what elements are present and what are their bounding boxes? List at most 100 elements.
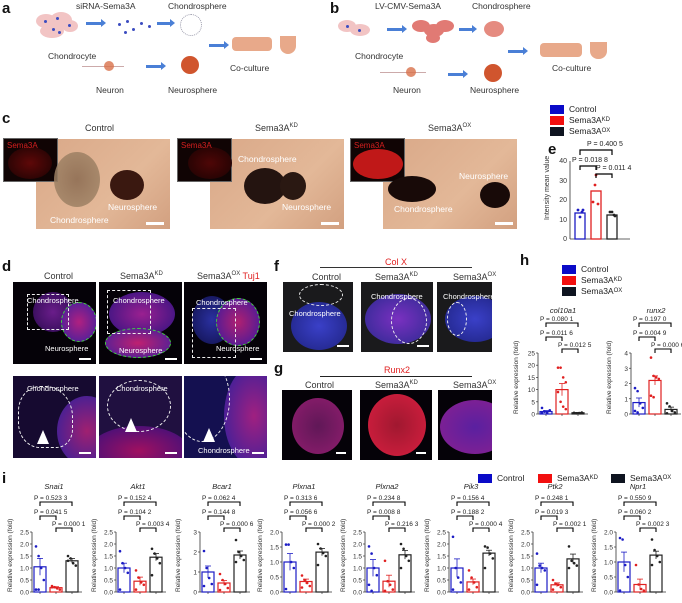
legend-item-control: Control [550, 104, 596, 114]
scale-bar [321, 222, 339, 225]
panel-label-d: d [2, 258, 12, 275]
legend-sup: KD [589, 475, 598, 481]
arrow-icon [86, 19, 106, 27]
neurosphere-label-b: Neurosphere [470, 85, 520, 95]
svg-text:10: 10 [528, 387, 536, 394]
swatch-ox [550, 126, 564, 136]
svg-text:P = 0.008 8: P = 0.008 8 [367, 509, 401, 516]
neurosphere-label-a: Neurosphere [168, 85, 218, 95]
neurosphere-icon [181, 56, 199, 74]
swatch-kd [550, 115, 564, 125]
svg-text:P = 0.197 0: P = 0.197 0 [633, 316, 667, 323]
legend-label: Sema3A [557, 473, 590, 483]
svg-text:0.5: 0.5 [104, 578, 113, 585]
chondrosphere-blob [244, 168, 286, 204]
svg-text:2.5: 2.5 [104, 530, 113, 537]
svg-text:Relative expression (fold): Relative expression (fold) [175, 519, 182, 592]
chondrosphere-blob [388, 176, 436, 202]
coculture-tube-icon [280, 36, 296, 54]
swatch-control [550, 104, 564, 114]
chondrosphere-label: Chondrosphere [50, 215, 109, 225]
svg-text:0.0: 0.0 [104, 590, 113, 597]
marker-label: Col X [385, 257, 408, 267]
swatch-kd [562, 275, 576, 285]
svg-text:15: 15 [528, 375, 536, 382]
svg-text:10: 10 [559, 217, 567, 224]
panel-label-i: i [2, 470, 7, 487]
svg-text:1.5: 1.5 [104, 554, 113, 561]
svg-text:Plxna1: Plxna1 [293, 482, 316, 491]
svg-text:P = 0.144 8: P = 0.144 8 [202, 509, 236, 516]
svg-text:0.5: 0.5 [521, 578, 530, 585]
coculture-label-b: Co-culture [552, 63, 592, 73]
svg-text:3: 3 [193, 530, 197, 537]
svg-text:0: 0 [193, 590, 197, 597]
chondrosphere-label-a: Chondrosphere [168, 1, 227, 11]
neurosphere-label: Neurosphere [459, 171, 509, 181]
svg-text:P = 0.080 1: P = 0.080 1 [540, 316, 574, 323]
svg-text:1.5: 1.5 [20, 554, 29, 561]
svg-text:P = 0.000 1: P = 0.000 1 [52, 521, 86, 528]
svg-text:2.5: 2.5 [437, 530, 446, 537]
svg-text:P = 0.002 1: P = 0.002 1 [553, 521, 587, 528]
svg-text:P = 0.000 6: P = 0.000 6 [651, 342, 682, 349]
scale-bar [495, 222, 513, 225]
pvalue: P = 0.011 4 [596, 165, 631, 172]
chondrosphere-blob [54, 152, 100, 207]
divider-line [320, 376, 472, 377]
svg-text:0.0: 0.0 [270, 590, 279, 597]
svg-text:Relative expression (fold): Relative expression (fold) [606, 341, 613, 414]
svg-text:P = 0.216 3: P = 0.216 3 [385, 521, 419, 528]
fluor-image-control-top: Chondrosphere Neurosphere [13, 282, 96, 364]
neurosphere-label: Neurosphere [282, 202, 332, 212]
neurosphere-blob [110, 170, 144, 200]
fluor-image-colx-control: Chondrosphere [283, 282, 353, 352]
svg-text:P = 0.000 6: P = 0.000 6 [220, 521, 254, 528]
column-title: Sema3AKD [375, 380, 418, 390]
svg-text:2.0: 2.0 [20, 542, 29, 549]
svg-text:0.0: 0.0 [353, 590, 362, 597]
svg-text:P = 0.000 4: P = 0.000 4 [469, 521, 503, 528]
svg-text:P = 0.002 3: P = 0.002 3 [636, 521, 670, 528]
svg-text:1.5: 1.5 [604, 545, 613, 552]
svg-text:Ptk2: Ptk2 [547, 482, 563, 491]
bar-kd [590, 190, 602, 240]
fluor-image-runx2-ox [438, 390, 492, 460]
svg-text:P = 0.011 6: P = 0.011 6 [540, 330, 573, 337]
column-title: Sema3AOX [453, 272, 497, 282]
svg-text:1.0: 1.0 [270, 560, 279, 567]
neurosphere-label: Neurosphere [108, 202, 158, 212]
svg-text:P = 0.550 9: P = 0.550 9 [618, 495, 652, 502]
panel-label-b: b [330, 0, 340, 17]
treatment-label-a: siRNA-Sema3A [76, 1, 136, 11]
swatch-kd [538, 473, 552, 483]
svg-text:P = 0.156 4: P = 0.156 4 [451, 495, 485, 502]
column-title: Control [305, 380, 335, 390]
svg-text:Npr1: Npr1 [630, 482, 646, 491]
legend-sup: OX [613, 288, 623, 294]
legend-item-control: Control [562, 264, 608, 274]
svg-text:1.0: 1.0 [353, 566, 362, 573]
legend-sup: OX [662, 475, 672, 481]
panel-label-f: f [274, 258, 279, 275]
svg-text:Relative expression (fold): Relative expression (fold) [340, 519, 347, 592]
inset-label: Sema3A [7, 141, 38, 150]
svg-text:Relative expression (fold): Relative expression (fold) [91, 519, 98, 592]
svg-text:1.0: 1.0 [437, 566, 446, 573]
legend-label: Sema3A [569, 126, 602, 136]
arrow-icon [459, 25, 477, 33]
panel-label-g: g [274, 360, 284, 377]
svg-text:Pik3: Pik3 [464, 482, 479, 491]
legend-label: Control [497, 473, 525, 483]
legend-item-control: Control [478, 473, 524, 483]
chondrocyte-label-b: Chondrocyte [355, 51, 404, 61]
fluor-image-ox-bottom: Chondrosphere [184, 376, 267, 458]
svg-text:0.0: 0.0 [604, 590, 613, 597]
svg-text:0: 0 [531, 412, 535, 419]
